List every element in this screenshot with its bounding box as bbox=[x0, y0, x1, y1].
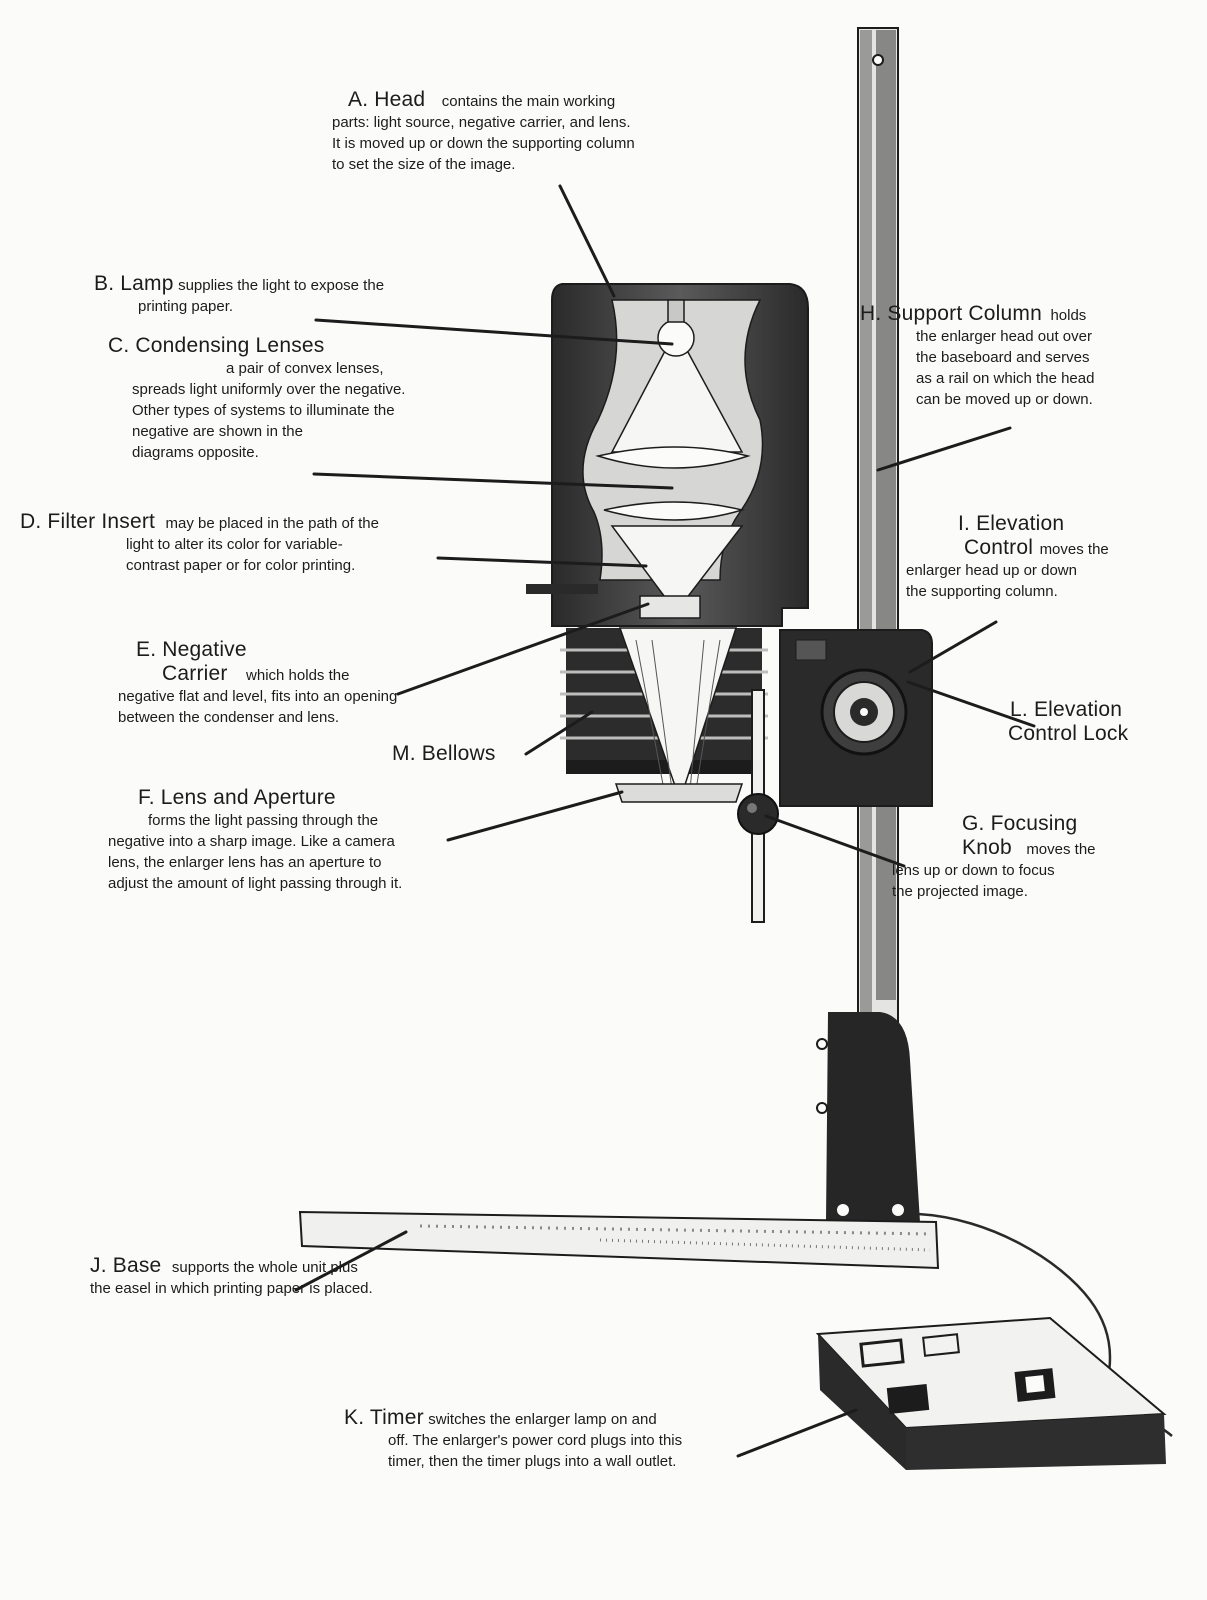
label-head: A. Head contains the main working parts:… bbox=[332, 88, 635, 175]
label-desc-inline: moves the bbox=[1039, 541, 1109, 558]
label-desc-line: the baseboard and serves bbox=[916, 349, 1090, 366]
label-desc-line: negative flat and level, fits into an op… bbox=[118, 688, 398, 705]
label-desc-inline: moves the bbox=[1026, 841, 1096, 858]
label-condensing-lenses: C. Condensing Lenses a pair of convex le… bbox=[108, 334, 405, 463]
label-desc-line: It is moved up or down the supporting co… bbox=[332, 135, 635, 152]
label-desc-inline: contains the main working bbox=[441, 93, 616, 110]
label-desc-inline: supplies the light to expose the bbox=[178, 277, 385, 294]
base-board-shape bbox=[298, 1210, 940, 1270]
label-timer: K. Timer switches the enlarger lamp on a… bbox=[344, 1406, 682, 1472]
label-title: M. Bellows bbox=[392, 742, 496, 765]
label-title: B. Lamp bbox=[94, 272, 174, 295]
lens-shape bbox=[614, 783, 744, 803]
label-elevation-control: I. Elevation Control moves the enlarger … bbox=[906, 512, 1109, 602]
label-negative-carrier: E. Negative Carrier which holds the nega… bbox=[118, 638, 397, 728]
label-focusing-knob: G. Focusing Knob moves the lens up or do… bbox=[892, 812, 1096, 902]
label-desc-inline: switches the enlarger lamp on and bbox=[428, 1411, 657, 1428]
label-desc-line: negative are shown in the bbox=[132, 423, 303, 440]
label-title: L. Elevation bbox=[1010, 698, 1123, 721]
lamp-bulb bbox=[657, 319, 695, 357]
label-title: D. Filter Insert bbox=[20, 510, 156, 533]
label-title-line2: Control Lock bbox=[1008, 722, 1129, 745]
label-desc-line: lens, the enlarger lens has an aperture … bbox=[108, 854, 382, 871]
bellows-shape bbox=[560, 627, 768, 803]
label-desc-line: Other types of systems to illuminate the bbox=[132, 402, 395, 419]
label-desc-line: can be moved up or down. bbox=[916, 391, 1093, 408]
label-title-line2: Control bbox=[964, 536, 1034, 559]
focusing-knob-shape bbox=[737, 689, 779, 923]
timer-shape bbox=[815, 1316, 1167, 1470]
label-lens-aperture: F. Lens and Aperture forms the light pas… bbox=[108, 786, 402, 894]
label-desc-line: contrast paper or for color printing. bbox=[126, 557, 356, 574]
label-lamp: B. Lamp supplies the light to expose the… bbox=[94, 272, 384, 317]
label-filter-insert: D. Filter Insert may be placed in the pa… bbox=[20, 510, 379, 576]
label-desc-line: to set the size of the image. bbox=[332, 156, 516, 173]
label-desc-line: between the condenser and lens. bbox=[118, 709, 339, 726]
label-bellows: M. Bellows bbox=[392, 742, 496, 766]
label-title: G. Focusing bbox=[962, 812, 1078, 835]
label-title: J. Base bbox=[90, 1254, 162, 1277]
label-title: F. Lens and Aperture bbox=[138, 786, 336, 809]
label-desc-inline: may be placed in the path of the bbox=[165, 515, 379, 532]
label-elevation-lock: L. Elevation Control Lock bbox=[1008, 698, 1128, 746]
enlarger-head-shape bbox=[526, 283, 809, 627]
label-desc-line: forms the light passing through the bbox=[148, 812, 379, 829]
column-bracket-shape bbox=[816, 1012, 920, 1222]
label-desc-line: a pair of convex lenses, bbox=[226, 360, 384, 377]
label-desc-line: as a rail on which the head bbox=[916, 370, 1095, 387]
label-desc-inline: holds bbox=[1050, 307, 1087, 324]
label-desc-line: parts: light source, negative carrier, a… bbox=[332, 114, 631, 131]
label-title-line2: Knob bbox=[962, 836, 1012, 859]
label-title-line2: Carrier bbox=[162, 662, 228, 685]
label-title: H. Support Column bbox=[860, 302, 1042, 325]
label-desc-line: the projected image. bbox=[892, 883, 1028, 900]
label-desc-line: diagrams opposite. bbox=[132, 444, 259, 461]
label-title: C. Condensing Lenses bbox=[108, 334, 325, 357]
label-title: E. Negative bbox=[136, 638, 247, 661]
label-desc-inline: supports the whole unit plus bbox=[171, 1259, 358, 1276]
label-desc-line: negative into a sharp image. Like a came… bbox=[108, 833, 395, 850]
label-desc-line: enlarger head up or down bbox=[906, 562, 1077, 579]
label-desc-line: spreads light uniformly over the negativ… bbox=[132, 381, 406, 398]
label-desc-line: printing paper. bbox=[138, 298, 234, 315]
label-desc-inline: which holds the bbox=[246, 667, 350, 684]
label-desc-line: off. The enlarger's power cord plugs int… bbox=[388, 1432, 683, 1449]
label-desc-line: the easel in which printing paper is pla… bbox=[90, 1280, 373, 1297]
label-desc-line: light to alter its color for variable- bbox=[126, 536, 343, 553]
elevation-control-shape bbox=[779, 629, 933, 807]
label-desc-line: timer, then the timer plugs into a wall … bbox=[388, 1453, 677, 1470]
leader-lines bbox=[294, 184, 1036, 1458]
label-base: J. Base supports the whole unit plus the… bbox=[90, 1254, 373, 1299]
label-title: I. Elevation bbox=[958, 512, 1065, 535]
label-title: A. Head bbox=[348, 88, 426, 111]
negative-carrier-shape bbox=[639, 595, 701, 619]
label-title: K. Timer bbox=[344, 1406, 424, 1429]
label-desc-line: lens up or down to focus bbox=[892, 862, 1055, 879]
label-desc-line: the supporting column. bbox=[906, 583, 1058, 600]
label-desc-line: adjust the amount of light passing throu… bbox=[108, 875, 403, 892]
label-desc-line: the enlarger head out over bbox=[916, 328, 1092, 345]
label-support-column: H. Support Column holds the enlarger hea… bbox=[860, 302, 1094, 410]
